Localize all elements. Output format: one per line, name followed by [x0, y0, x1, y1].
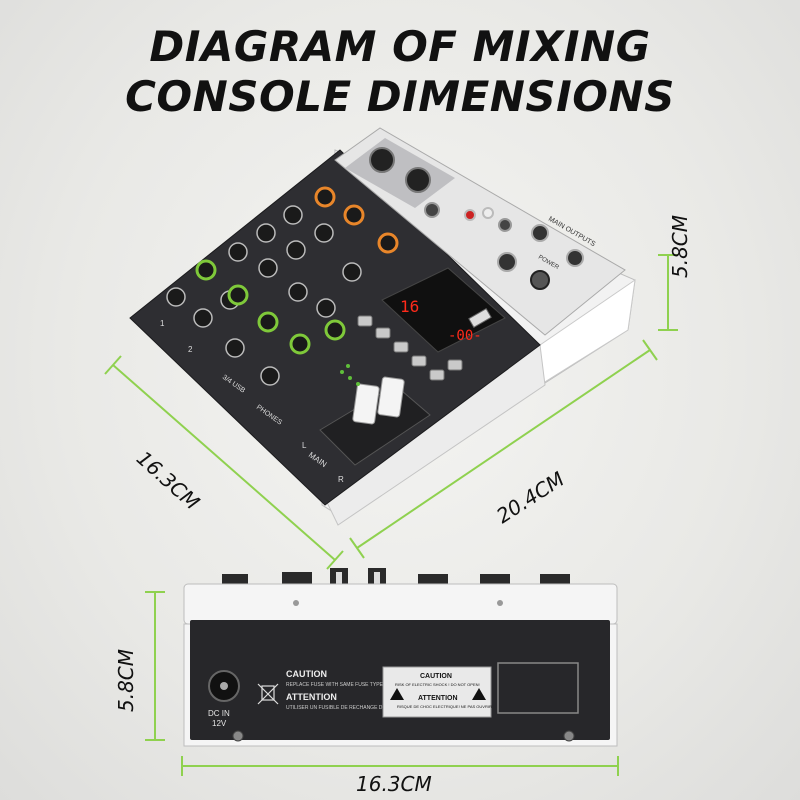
console-top-view: MAIN OUTPUTS POWER — [129, 127, 636, 526]
dc-in-label: DC IN — [208, 709, 230, 718]
dim-bottom-depth: 16.3CM — [356, 772, 432, 796]
page-title-line-1: DIAGRAM OF MIXING — [149, 22, 651, 71]
display-right: -00- — [448, 328, 482, 344]
fader-r-label: R — [338, 475, 344, 484]
channel-1-label: 1 — [160, 319, 165, 328]
label-caution: CAUTION — [420, 673, 452, 680]
fader-l-label: L — [302, 441, 307, 450]
display-left: 16 — [400, 297, 419, 316]
channel-2-label: 2 — [188, 345, 193, 354]
caution-title: CAUTION — [286, 669, 327, 679]
dimension-lines-bottom — [145, 591, 619, 776]
caution-text: REPLACE FUSE WITH SAME FUSE TYPE AND RAT… — [286, 682, 415, 688]
label-attention: ATTENTION — [418, 695, 458, 702]
dim-bottom-height: 5.8CM — [114, 648, 138, 712]
dim-top-height: 5.8CM — [668, 214, 692, 278]
knobs — [166, 186, 399, 386]
dimension-lines-top — [104, 254, 678, 570]
attention-title: ATTENTION — [286, 692, 337, 702]
label-attention-sub: RISQUE DE CHOC ELECTRIQUE! NE PAS OUVRIR — [397, 704, 492, 709]
attention-text: UTILISER UN FUSIBLE DE RECHANGE DE MEME … — [286, 705, 448, 711]
page-title-line-2: CONSOLE DIMENSIONS — [125, 72, 675, 121]
console-rear-view: DC IN 12V CAUTION REPLACE FUSE WITH SAME… — [183, 568, 618, 747]
dc-voltage-label: 12V — [212, 719, 227, 728]
label-caution-sub: RISK OF ELECTRIC SHOCK ! DO NOT OPEN! — [395, 682, 480, 687]
